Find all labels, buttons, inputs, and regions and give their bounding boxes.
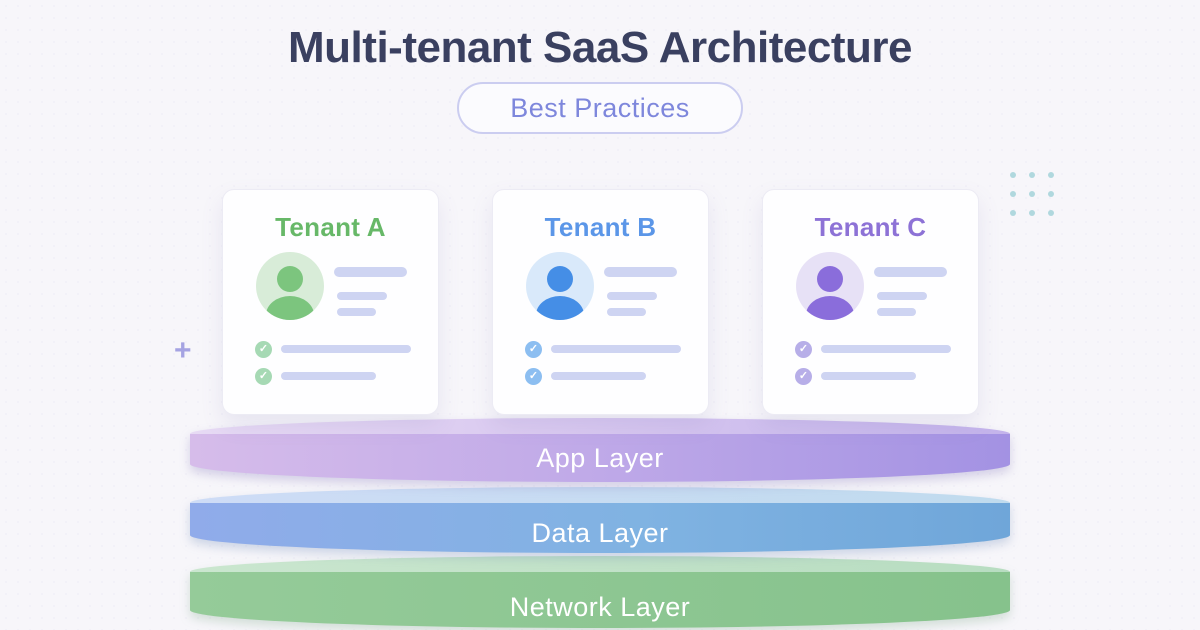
check-icon: ✓: [255, 368, 272, 385]
skeleton-line: [874, 267, 947, 277]
checklist-line: [281, 372, 376, 380]
tenant-a-avatar: [256, 252, 324, 320]
skeleton-line: [604, 267, 677, 277]
checklist-line: [551, 372, 646, 380]
badge-label: Best Practices: [510, 92, 690, 123]
disc-body: [190, 572, 1010, 628]
page-title: Multi-tenant SaaS Architecture: [288, 23, 912, 73]
tenant-c-avatar: [796, 252, 864, 320]
check-icon: ✓: [795, 341, 812, 358]
tenant-b-title: Tenant B: [544, 212, 657, 242]
skeleton-line: [337, 292, 387, 300]
skeleton-line: [334, 267, 407, 277]
data-layer-label: Data Layer: [531, 518, 669, 548]
check-icon: ✓: [255, 341, 272, 358]
dots-grid-icon: [1010, 172, 1054, 216]
checklist-line: [551, 345, 681, 353]
skeleton-line: [877, 308, 916, 316]
check-icon: ✓: [525, 341, 542, 358]
best-practices-badge: Best Practices: [457, 82, 743, 134]
check-icon: ✓: [525, 368, 542, 385]
app-layer-label: App Layer: [536, 443, 664, 473]
tenant-a-card: Tenant A ✓ ✓: [222, 189, 439, 415]
person-icon: [806, 266, 854, 320]
tenant-a-title: Tenant A: [275, 212, 386, 242]
checklist-line: [821, 345, 951, 353]
skeleton-line: [607, 308, 646, 316]
check-icon: ✓: [795, 368, 812, 385]
disc-body: [190, 503, 1010, 553]
plus-icon: +: [174, 334, 192, 367]
person-icon: [536, 266, 584, 320]
person-icon: [266, 266, 314, 320]
tenant-c-title: Tenant C: [814, 212, 927, 242]
skeleton-line: [337, 308, 376, 316]
skeleton-line: [607, 292, 657, 300]
tenant-c-card: Tenant C ✓ ✓: [762, 189, 979, 415]
disc-body: [190, 434, 1010, 482]
network-layer-label: Network Layer: [509, 592, 691, 622]
tenant-b-card: Tenant B ✓ ✓: [492, 189, 709, 415]
checklist-line: [281, 345, 411, 353]
tenant-b-avatar: [526, 252, 594, 320]
checklist-line: [821, 372, 916, 380]
skeleton-line: [877, 292, 927, 300]
